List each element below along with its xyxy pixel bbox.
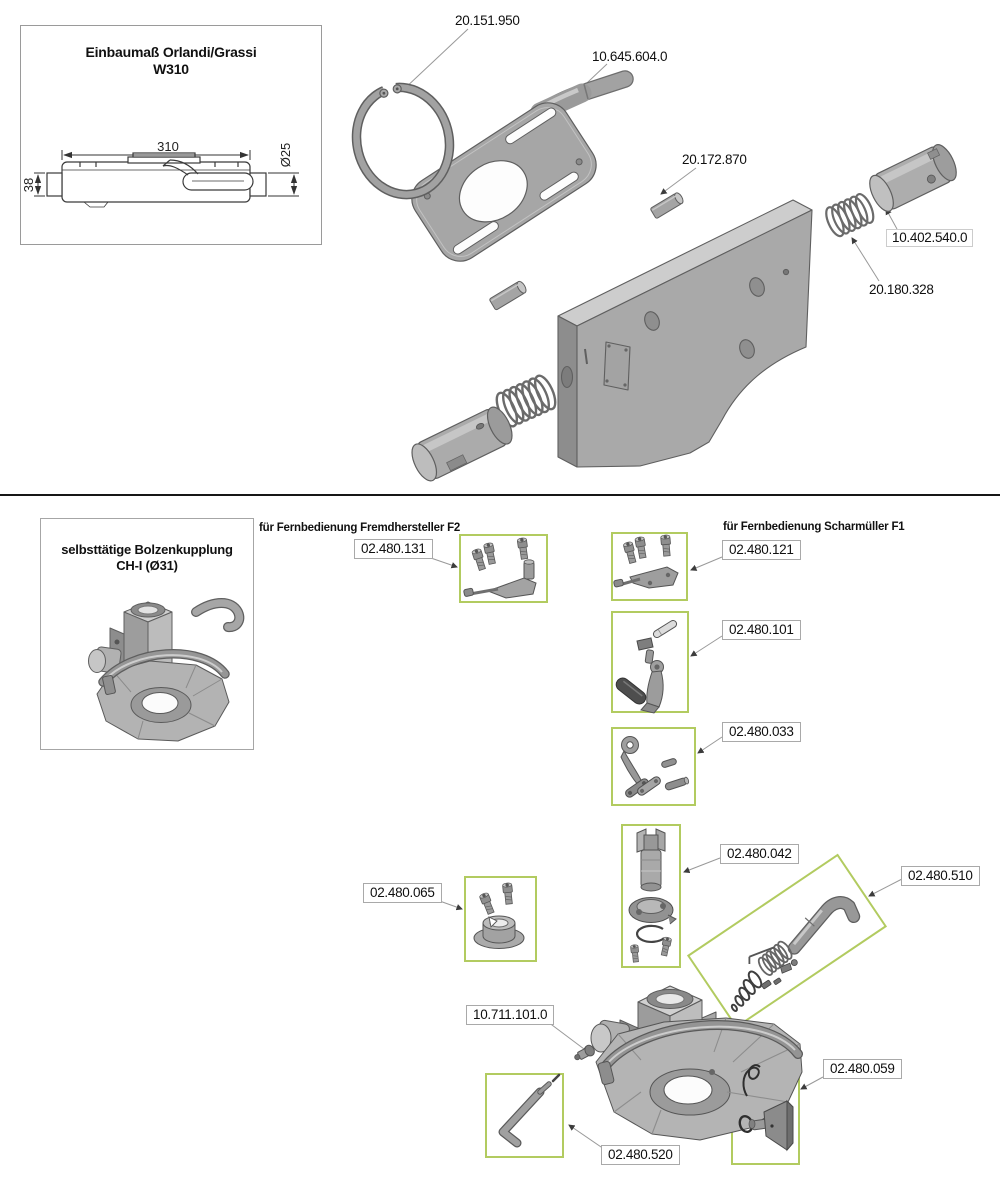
dimension-drawing bbox=[34, 150, 299, 208]
highlight-box bbox=[611, 532, 688, 601]
coupling-overview-drawing bbox=[88, 598, 245, 742]
section-divider bbox=[0, 494, 1000, 496]
part-number-label[interactable]: 10.402.540.0 bbox=[886, 229, 974, 248]
part-number-label[interactable]: 02.480.042 bbox=[720, 844, 799, 865]
product-box-title-line2: CH-I (Ø31) bbox=[116, 558, 178, 573]
spring-part bbox=[495, 374, 557, 428]
part-number-label[interactable]: 20.151.950 bbox=[455, 13, 520, 28]
part-number-label[interactable]: 02.480.510 bbox=[901, 866, 980, 887]
highlight-box-rotated bbox=[686, 853, 888, 1029]
part-number-label[interactable]: 02.480.520 bbox=[601, 1145, 680, 1166]
adapter-plate-part bbox=[411, 102, 597, 262]
product-box: selbsttätige Bolzenkupplung CH-I (Ø31) bbox=[40, 518, 254, 750]
part-number-label[interactable]: 02.480.121 bbox=[722, 540, 801, 561]
allen-key-parts bbox=[498, 1073, 561, 1148]
latch-kit-033-parts bbox=[620, 736, 690, 798]
dim-width-value: 310 bbox=[157, 139, 179, 154]
clip-kit-059-parts bbox=[738, 1064, 794, 1152]
bushing-kit-065-parts bbox=[473, 882, 525, 949]
bolt-kit-042-parts bbox=[628, 828, 677, 963]
handle-kit-510-parts bbox=[730, 896, 861, 1012]
pin-part bbox=[650, 192, 684, 219]
part-number-label[interactable]: 20.180.328 bbox=[869, 282, 934, 297]
part-number-label[interactable]: 10.711.101.0 bbox=[466, 1005, 555, 1026]
snap-ring-part bbox=[351, 78, 455, 200]
wedge-part bbox=[748, 1099, 794, 1152]
spring-part bbox=[825, 192, 875, 238]
dim-diameter-value: Ø25 bbox=[278, 143, 293, 168]
remote-kit-f1-parts bbox=[613, 534, 679, 589]
part-number-label[interactable]: 02.480.101 bbox=[722, 620, 801, 641]
pin-part bbox=[489, 280, 527, 311]
dimension-box-title-line1: Einbaumaß Orlandi/Grassi bbox=[85, 44, 257, 60]
part-number-label[interactable]: 10.645.604.0 bbox=[592, 49, 668, 64]
part-number-label[interactable]: 02.480.065 bbox=[363, 883, 442, 904]
dimension-box-title-line2: W310 bbox=[153, 61, 189, 77]
part-number-label[interactable]: 02.480.059 bbox=[823, 1059, 902, 1080]
top-exploded-view bbox=[351, 28, 957, 482]
heading-fremdhersteller-f2: für Fernbedienung Fremdhersteller F2 bbox=[259, 522, 461, 534]
dimension-box: Einbaumaß Orlandi/Grassi W310 bbox=[20, 25, 322, 245]
coupling-bolt-part bbox=[869, 144, 957, 212]
lever-kit-101-parts bbox=[615, 619, 678, 714]
product-box-title-line1: selbsttätige Bolzenkupplung bbox=[61, 542, 233, 557]
coupling-body-part bbox=[590, 985, 803, 1141]
grease-nipple-part bbox=[574, 1044, 595, 1061]
dim-height-value: 38 bbox=[21, 178, 36, 192]
highlight-box bbox=[485, 1073, 564, 1158]
part-number-label[interactable]: 02.480.131 bbox=[354, 539, 433, 560]
heading-scharmueller-f1: für Fernbedienung Scharmüller F1 bbox=[723, 521, 905, 533]
mounting-plate-part bbox=[557, 199, 813, 468]
part-number-label[interactable]: 20.172.870 bbox=[682, 152, 747, 167]
remote-kit-f2-parts bbox=[463, 536, 537, 599]
part-number-label[interactable]: 02.480.033 bbox=[722, 722, 801, 743]
coupling-bolt-part bbox=[411, 406, 513, 482]
